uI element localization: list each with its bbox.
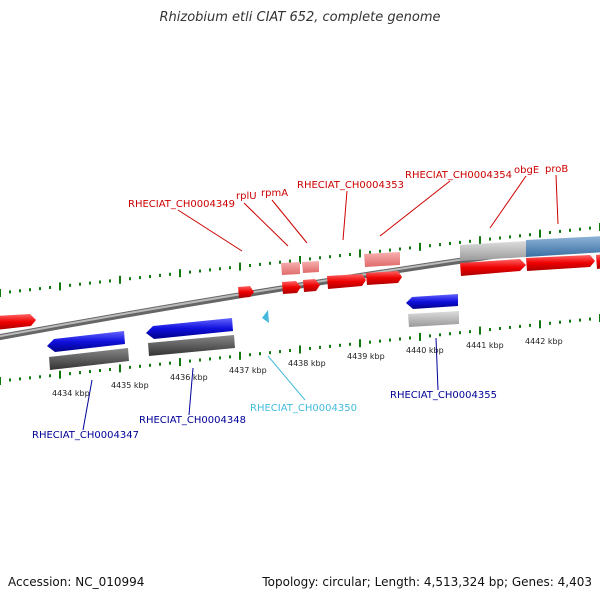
kbp-label: 4442 kbp — [525, 337, 563, 346]
kbp-label: 4441 kbp — [466, 341, 504, 350]
kbp-label: 4435 kbp — [111, 381, 149, 390]
forward-genes — [0, 254, 600, 330]
feature-block[interactable] — [364, 252, 400, 267]
gene-label[interactable]: RHECIAT_CH0004350 — [250, 403, 357, 414]
gene-labels-forward: RHECIAT_CH0004349 rplU rpmA RHECIAT_CH00… — [128, 164, 568, 210]
gene-label[interactable]: RHECIAT_CH0004347 — [32, 430, 139, 441]
gene-arrow[interactable] — [146, 318, 233, 339]
feature-block[interactable] — [281, 262, 300, 275]
genome-summary-text: Topology: circular; Length: 4,513,324 bp… — [262, 575, 592, 589]
gene-label[interactable]: RHECIAT_CH0004348 — [139, 415, 246, 426]
feature-block[interactable] — [460, 241, 526, 261]
feature-block[interactable] — [49, 348, 129, 370]
kbp-label: 4436 kbp — [170, 373, 208, 382]
gene-arrow[interactable] — [526, 255, 595, 271]
feature-block[interactable] — [148, 335, 235, 356]
kbp-label: 4438 kbp — [288, 359, 326, 368]
gene-labels-reverse: RHECIAT_CH0004347 RHECIAT_CH0004348 RHEC… — [32, 390, 497, 441]
gene-arrow[interactable] — [238, 286, 254, 298]
reverse-genes — [47, 294, 458, 352]
gene-arrow[interactable] — [303, 279, 320, 292]
gene-arrow[interactable] — [460, 259, 526, 276]
gene-label[interactable]: RHECIAT_CH0004349 — [128, 199, 235, 210]
feature-block[interactable] — [408, 311, 459, 327]
map-title: Rhizobium etli CIAT 652, complete genome — [159, 10, 441, 25]
kbp-label: 4437 kbp — [229, 366, 267, 375]
gene-label[interactable]: proB — [545, 164, 568, 175]
gene-label[interactable]: RHECIAT_CH0004354 — [405, 170, 512, 181]
kbp-scale-labels: 4434 kbp 4435 kbp 4436 kbp 4437 kbp 4438… — [52, 337, 563, 398]
gene-arrow[interactable] — [0, 314, 36, 330]
tick-track-upper — [0, 223, 600, 297]
gene-label[interactable]: RHECIAT_CH0004353 — [297, 180, 404, 191]
kbp-label: 4440 kbp — [406, 346, 444, 355]
gene-label[interactable]: obgE — [514, 165, 539, 176]
tick-track-lower — [0, 314, 600, 385]
gene-arrow[interactable] — [327, 274, 366, 289]
gene-arrow-small[interactable] — [262, 310, 269, 323]
gene-arrow[interactable] — [596, 254, 600, 269]
gene-label[interactable]: RHECIAT_CH0004355 — [390, 390, 497, 401]
accession-text: Accession: NC_010994 — [8, 575, 145, 589]
gene-arrow[interactable] — [406, 294, 458, 309]
gene-label[interactable]: rplU — [236, 191, 257, 202]
feature-block[interactable] — [526, 236, 600, 257]
kbp-label: 4434 kbp — [52, 389, 90, 398]
gene-arrow[interactable] — [282, 281, 301, 294]
label-leader-lines — [82, 174, 559, 431]
kbp-label: 4439 kbp — [347, 352, 385, 361]
gene-label[interactable]: rpmA — [261, 188, 288, 199]
reverse-features — [49, 311, 459, 370]
gene-arrow[interactable] — [47, 331, 125, 352]
feature-block[interactable] — [302, 261, 319, 273]
forward-features — [281, 236, 600, 275]
gene-arrow[interactable] — [366, 271, 402, 285]
